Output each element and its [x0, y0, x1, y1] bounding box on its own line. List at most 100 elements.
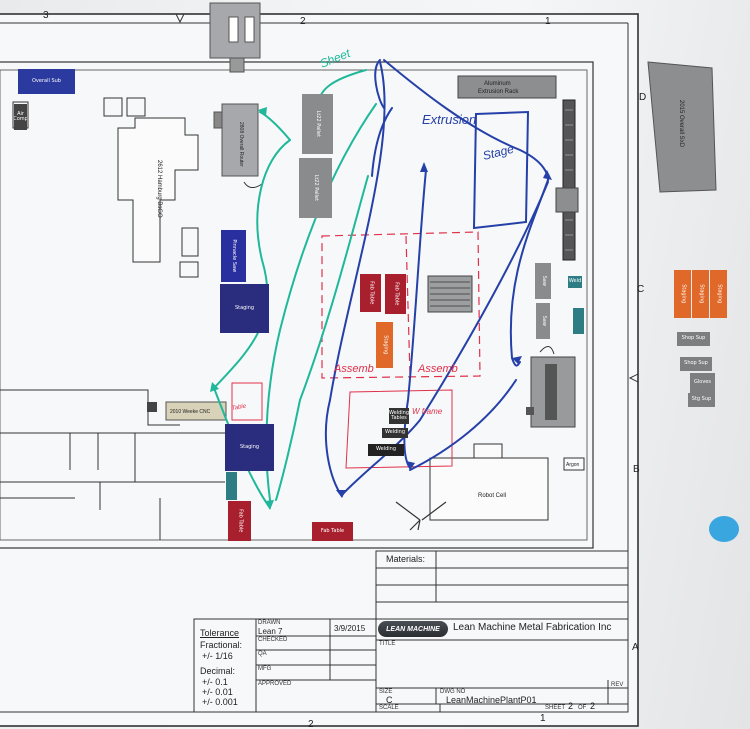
- magnet-welding-tables[interactable]: Welding Tables: [389, 408, 409, 424]
- magnet-label: Staging: [239, 443, 260, 450]
- drawing-date: 3/9/2015: [334, 624, 366, 633]
- grid-number-3: 3: [43, 10, 49, 21]
- approved-label: APPROVED: [258, 681, 292, 687]
- magnet-label: Staging: [680, 284, 687, 304]
- magnet-welding-2[interactable]: Welding: [368, 444, 404, 456]
- magnet-air-comp[interactable]: Air Comp: [14, 104, 27, 130]
- magnet-label: Gloves: [694, 379, 711, 386]
- magnet-label: Fab Table: [320, 527, 345, 534]
- magnet-label: Welding Tables: [389, 409, 409, 421]
- magnet-fab-table-3[interactable]: Fab Table: [228, 501, 251, 541]
- magnet-orange-4[interactable]: Staging: [710, 270, 727, 318]
- annotation-extrusion: Extrusion: [422, 112, 476, 127]
- fractional-label: Fractional:: [200, 640, 243, 650]
- decimal-value-1: +/- 0.1: [202, 677, 228, 687]
- machine-cable: [539, 346, 555, 355]
- magnet-orange-3[interactable]: Staging: [692, 270, 709, 318]
- magnet-overall-sub[interactable]: Overall Sub: [18, 69, 75, 94]
- title-block-grid: [193, 550, 629, 713]
- magnet-shop-sup-1[interactable]: Shop Sup: [677, 332, 710, 346]
- magnet-label: Welding: [384, 429, 406, 436]
- size-value: C: [386, 695, 393, 705]
- building-outer-wall: [0, 61, 594, 549]
- grid-number-1: 1: [545, 16, 551, 27]
- drawn-value: Lean 7: [258, 627, 283, 636]
- magnet-label: Saw: [540, 275, 547, 287]
- weeke-control: [147, 402, 157, 412]
- rev-label: REV: [611, 682, 624, 688]
- annotation-assemb-right: Assemb: [417, 363, 458, 375]
- magnet-fab-table-2[interactable]: Fab Table: [385, 274, 406, 314]
- magnet-teal-2[interactable]: [573, 308, 584, 334]
- extrusion-arrowheads: [336, 162, 552, 498]
- magnet-label: Air Comp: [14, 110, 27, 122]
- magnet-stg-sup[interactable]: Stg Sup: [688, 393, 715, 407]
- magnet-label: Lt22 Pallet: [315, 110, 322, 138]
- overall-router: [221, 103, 259, 177]
- magnet-pallet-1[interactable]: Lt22 Pallet: [302, 94, 333, 154]
- magnet-fab-table-4[interactable]: Fab Table: [312, 522, 353, 541]
- robot-cell-label: Robot Cell: [478, 493, 506, 499]
- overall-sxd-label: 2015 Overall SxD: [678, 100, 684, 148]
- long-rack: [562, 99, 576, 261]
- magnet-label: Staging: [234, 304, 255, 311]
- wframe-zone: [231, 382, 453, 469]
- checked-label: CHECKED: [258, 637, 288, 643]
- annotation-assemb-left: Assemb: [333, 363, 374, 375]
- sheet-of: OF: [578, 705, 587, 711]
- argon-label: Argon: [566, 462, 580, 468]
- magnet-label: Stg Sup: [691, 396, 712, 403]
- annotation-wframe: W frame: [412, 407, 443, 416]
- machine-base: [229, 57, 245, 73]
- magnet-label: Overall Sub: [32, 77, 61, 84]
- assembly-zones: [321, 231, 481, 379]
- sheet-total: 2: [590, 701, 596, 711]
- argon-box: [563, 457, 585, 471]
- grid-letter-d: D: [639, 92, 646, 103]
- rack-machine: [555, 187, 579, 213]
- magnet-label: Shop Sup: [684, 360, 708, 367]
- magnet-label: Staging: [716, 284, 723, 304]
- magnet-label: Fab Table: [393, 282, 400, 306]
- magnet-label: Weld: [568, 278, 582, 285]
- router-arm: [213, 111, 223, 129]
- overall-sxd: [647, 61, 717, 193]
- magnet-pinnacle-saw[interactable]: Pinnacle Saw: [221, 230, 246, 282]
- machine-window: [244, 16, 255, 43]
- magnet-label: Pinnacle Saw: [231, 239, 238, 273]
- magnet-label: Staging: [382, 335, 389, 355]
- grid-arrow-right: [628, 373, 639, 383]
- qa-label: QA: [258, 651, 267, 657]
- magnet-orange-1[interactable]: Staging: [376, 322, 393, 368]
- dwg-no-value: LeanMachinePlantP01: [446, 695, 537, 705]
- magnet-weld-teal[interactable]: Weld: [568, 276, 582, 288]
- grid-number-2: 2: [300, 16, 306, 27]
- magnet-welding-1[interactable]: Welding: [382, 428, 408, 438]
- magnet-teal-3[interactable]: [226, 472, 237, 500]
- magnet-label: Saw: [540, 315, 547, 327]
- company-logo: LEAN MACHINE: [378, 621, 448, 637]
- grid-number-1-bottom: 1: [540, 713, 546, 724]
- grid-number-2-bottom: 2: [308, 719, 314, 729]
- magnet-pallet-2[interactable]: Lt22 Pallet: [299, 158, 332, 218]
- magnet-saw-1[interactable]: Saw: [535, 263, 551, 299]
- magnet-gloves[interactable]: Gloves: [690, 373, 715, 393]
- magnet-saw-2[interactable]: Saw: [536, 303, 550, 339]
- magnet-orange-2[interactable]: Staging: [674, 270, 691, 318]
- magnet-label: Lt22 Pallet: [313, 174, 320, 202]
- decimal-label: Decimal:: [200, 666, 236, 676]
- scale-label: SCALE: [379, 705, 399, 711]
- mfg-label: MFG: [258, 666, 272, 672]
- magnet-shop-sup-2[interactable]: Shop Sup: [680, 357, 712, 371]
- magnet-staging-1[interactable]: Staging: [220, 284, 269, 333]
- weeke-cnc-label: 2010 Weeke CNC: [170, 409, 211, 415]
- aluminum-rack-label-2: Extrusion Rack: [478, 89, 519, 95]
- magnet-label: Fab Table: [368, 281, 375, 305]
- magnet-staging-2[interactable]: Staging: [225, 424, 274, 471]
- company-name: Lean Machine Metal Fabrication Inc: [453, 622, 612, 633]
- grid-letter-a: A: [632, 642, 639, 653]
- building-inner-wall: [0, 69, 588, 541]
- magnet-fab-table-1[interactable]: Fab Table: [360, 274, 381, 312]
